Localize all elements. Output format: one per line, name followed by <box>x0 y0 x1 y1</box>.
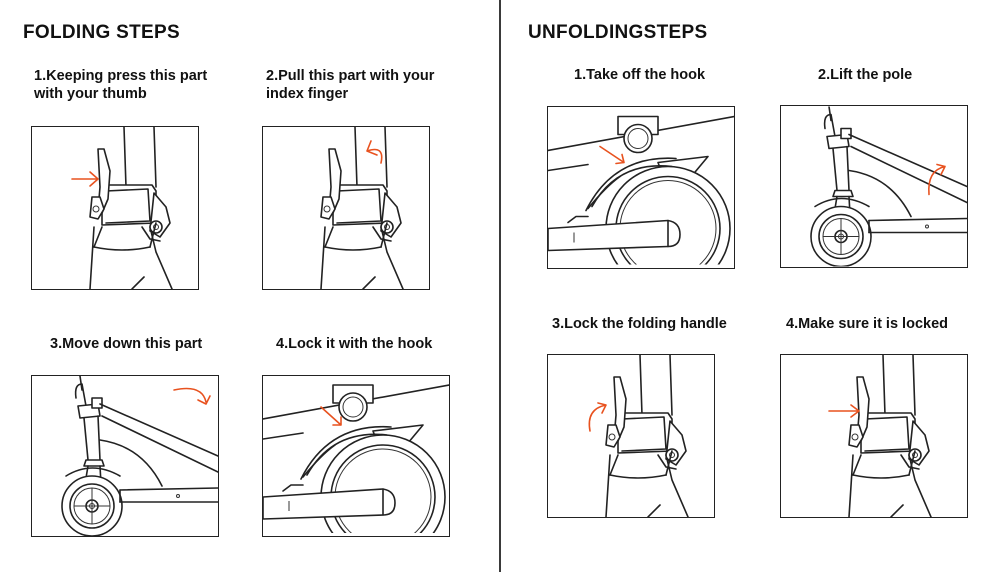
arrow-icon <box>71 171 99 187</box>
unfolding-step-4-label: 4.Make sure it is locked <box>786 316 948 332</box>
unfolding-step-1-label: 1.Take off the hook <box>574 67 706 83</box>
folding-step-1-illustration <box>31 126 199 290</box>
arrow-icon <box>599 145 625 165</box>
arrow-icon <box>828 404 860 418</box>
folding-step-3-label: 3.Move down this part <box>50 336 203 352</box>
folding-step-1-label: 1.Keeping press this part with your thum… <box>34 68 208 102</box>
curved-arrow-icon <box>588 402 607 432</box>
folding-step-2-label: 2.Pull this part with your index finger <box>266 68 435 102</box>
folding-step-4-label: 4.Lock it with the hook <box>276 336 433 352</box>
curved-arrow-icon <box>173 387 211 405</box>
unfolding-step-2-label: 2.Lift the pole <box>818 67 913 83</box>
folding-step-2-illustration <box>262 126 430 290</box>
folding-title: FOLDING STEPS <box>23 22 180 43</box>
arrow-icon <box>320 406 342 426</box>
section-divider <box>499 0 501 572</box>
unfolding-step-2-illustration <box>780 105 968 268</box>
folding-step-4-illustration <box>262 375 450 537</box>
folding-step-3-illustration <box>31 375 219 537</box>
curved-arrow-icon <box>366 140 383 164</box>
unfolding-step-1-illustration <box>547 106 735 269</box>
unfolding-step-3-illustration <box>547 354 715 518</box>
unfolding-step-4-illustration <box>780 354 968 518</box>
unfolding-step-3-label: 3.Lock the folding handle <box>552 316 727 332</box>
curved-arrow-icon <box>928 163 946 196</box>
unfolding-title: UNFOLDINGSTEPS <box>528 22 708 43</box>
